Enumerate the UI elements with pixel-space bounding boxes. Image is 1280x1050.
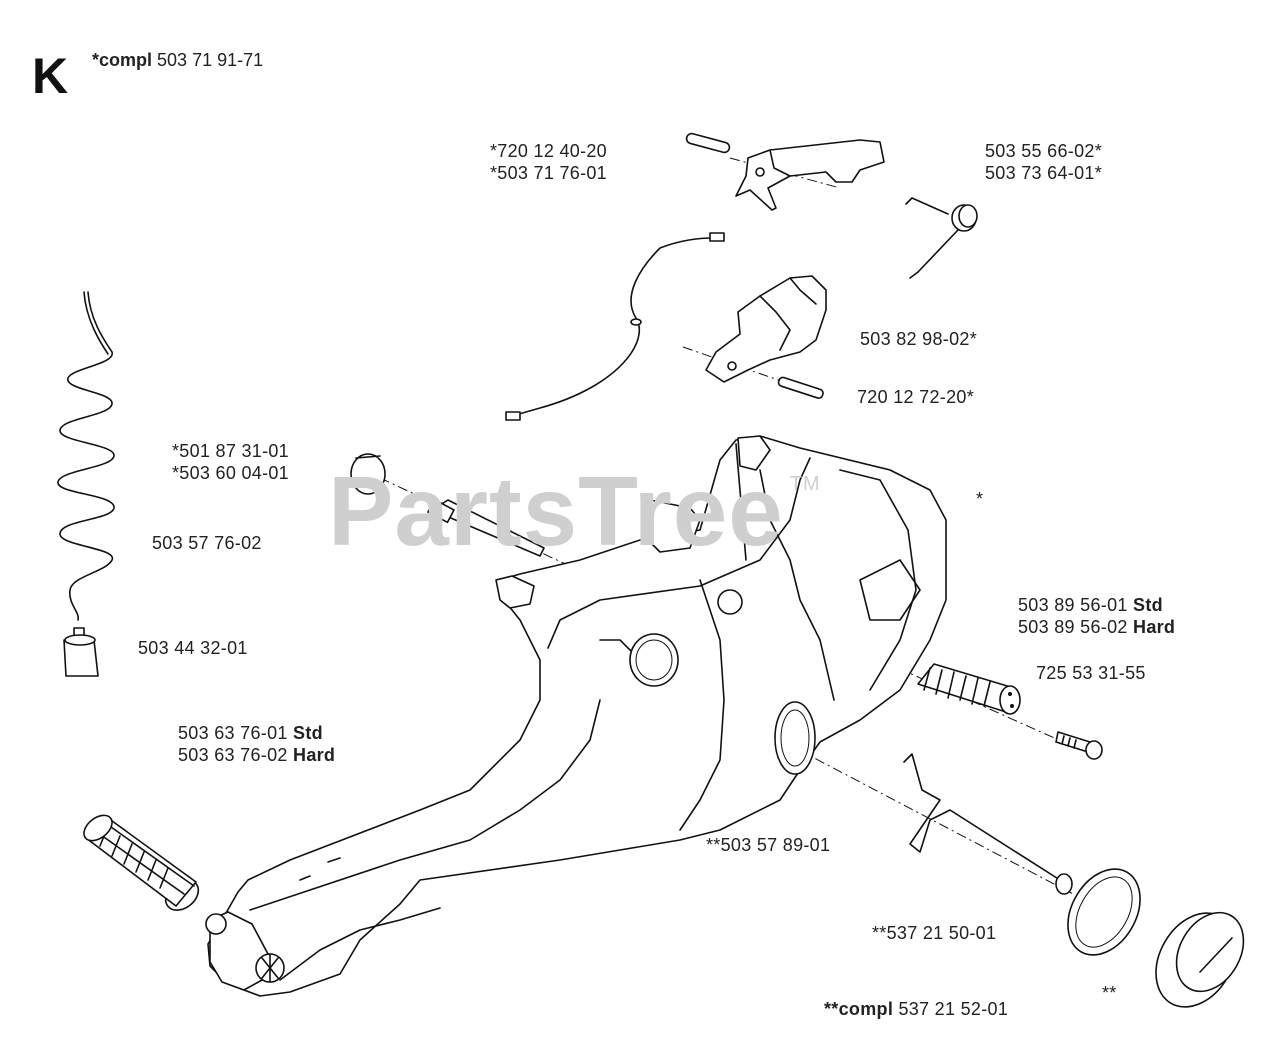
- assembly-number-label: *compl 503 71 91-71: [92, 50, 264, 70]
- part-label: *720 12 40-20: [490, 141, 607, 161]
- part-label: 503 57 76-02: [152, 533, 262, 553]
- part-label: 503 73 64-01*: [985, 163, 1102, 183]
- part-label: **: [1102, 983, 1117, 1003]
- part-label: 720 12 72-20*: [857, 387, 974, 407]
- part-label: 725 53 31-55: [1036, 663, 1146, 683]
- pin-part: [685, 132, 731, 154]
- seal-ring-part: [1067, 868, 1141, 956]
- screw-part: [1055, 731, 1103, 760]
- tank-housing-part: [207, 435, 947, 997]
- part-label: *503 71 76-01: [490, 163, 607, 183]
- part-label: **503 57 89-01: [706, 835, 831, 855]
- spring-part: [905, 197, 978, 279]
- fuel-filter-part: [63, 627, 99, 677]
- trigger-lockout-part: [705, 275, 827, 383]
- part-label: 503 63 76-01 Std: [178, 723, 323, 743]
- part-label: 503 89 56-01 Std: [1018, 595, 1163, 615]
- part-label: 503 44 32-01: [138, 638, 248, 658]
- part-label: *501 87 31-01: [172, 441, 289, 461]
- fuel-pickup-part: [903, 753, 1073, 895]
- part-label: 503 89 56-02 Hard: [1018, 617, 1176, 637]
- fuel-cap-part: [1155, 911, 1245, 1008]
- throttle-cable-part: [505, 232, 725, 421]
- throttle-trigger-part: [735, 139, 885, 211]
- part-label: *503 60 04-01: [172, 463, 289, 483]
- part-label: 503 82 98-02*: [860, 329, 977, 349]
- av-spring-rear-part: [83, 814, 227, 935]
- part-label: 503 63 76-02 Hard: [178, 745, 336, 765]
- fuel-hose-coil-part: [57, 291, 115, 621]
- part-label: **compl 537 21 52-01: [824, 999, 1009, 1019]
- plug-part: [350, 453, 386, 495]
- part-label: 503 55 66-02*: [985, 141, 1102, 161]
- av-spring-front-part: [917, 663, 1021, 715]
- part-label: *: [976, 489, 984, 509]
- roll-pin-part: [777, 376, 824, 399]
- vent-tube-part: [427, 498, 545, 557]
- section-letter: K: [32, 48, 69, 104]
- part-label: **537 21 50-01: [872, 923, 997, 943]
